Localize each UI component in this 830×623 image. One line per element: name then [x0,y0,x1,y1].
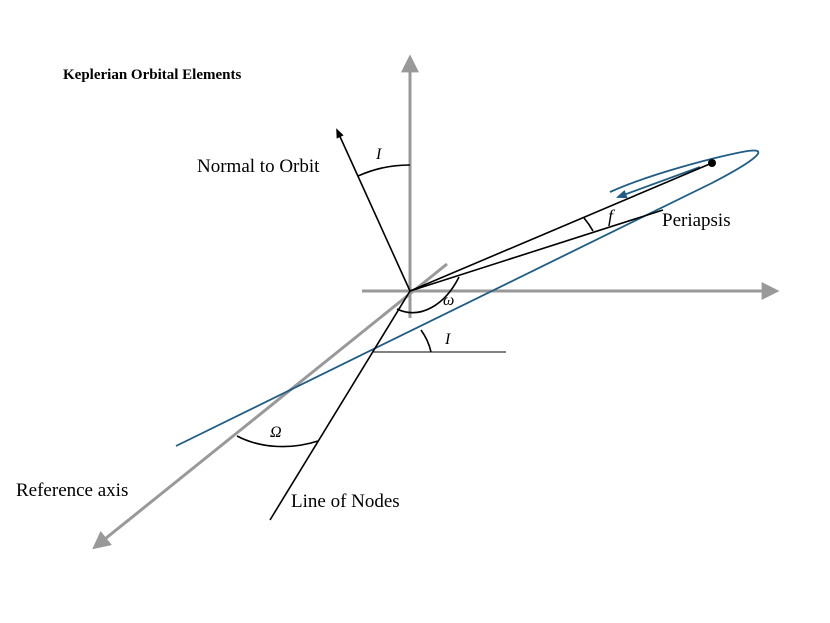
reference-axis-label: Reference axis [16,480,128,501]
true-anomaly-label: f [608,206,616,226]
periapsis-line [409,209,664,292]
orbit-ellipse [175,149,760,447]
line-of-nodes-label: Line of Nodes [291,491,400,512]
arg-periapsis-arc [396,276,460,314]
satellite-radius-line [409,162,713,292]
raan-label: Ω [270,424,282,441]
satellite-dot [708,159,716,167]
normal-to-orbit-label: Normal to Orbit [197,156,320,177]
inclination-label-top: I [375,146,382,163]
arg-periapsis-label: ω [443,292,454,309]
inclination-arc-top [357,164,411,177]
diagram-title: Keplerian Orbital Elements [63,67,241,83]
orbit-direction-arrow [615,166,701,199]
line-of-nodes [269,290,411,521]
inclination-arc-node [420,329,432,353]
reference-axis-line [92,262,448,550]
normal-vector [336,128,411,292]
inclination-label-node: I [444,331,451,348]
true-anomaly-arc [583,217,594,232]
periapsis-label: Periapsis [662,210,731,231]
raan-arc [236,435,319,448]
